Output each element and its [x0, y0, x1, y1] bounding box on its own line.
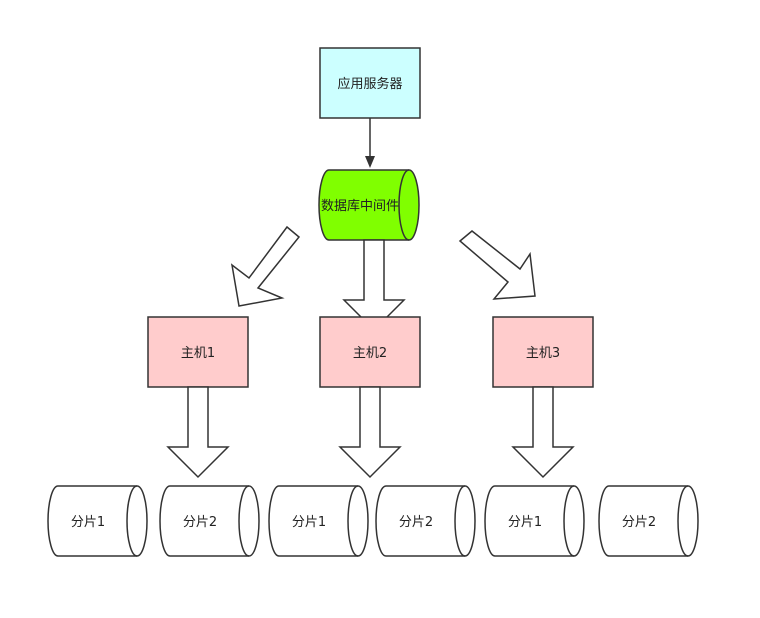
shard-label: 分片2 [399, 515, 433, 530]
middleware-label: 数据库中间件 [321, 198, 399, 214]
app-server-label: 应用服务器 [337, 76, 402, 92]
host3-node: 主机3 [492, 316, 594, 388]
shard-label: 分片1 [292, 515, 326, 530]
host3-label: 主机3 [526, 346, 560, 361]
middleware-node: 数据库中间件 [318, 169, 420, 241]
host2-node: 主机2 [319, 316, 421, 388]
shard-label: 分片1 [508, 515, 542, 530]
shard-cylinder: 分片2 [159, 485, 260, 557]
shard-label: 分片1 [71, 515, 105, 530]
arrow-app-to-middleware [365, 118, 375, 168]
shard-cylinder: 分片2 [598, 485, 699, 557]
shard-cylinder: 分片1 [484, 485, 585, 557]
arrow-host1-to-shards [166, 386, 230, 479]
arrow-host2-to-shards [338, 386, 402, 479]
host1-label: 主机1 [181, 346, 215, 361]
shard-cylinder: 分片1 [268, 485, 369, 557]
host1-node: 主机1 [147, 316, 249, 388]
host2-label: 主机2 [353, 346, 387, 361]
arrow-middleware-to-host1 [230, 225, 301, 307]
app-server-node: 应用服务器 [319, 47, 421, 119]
shard-cylinder: 分片1 [47, 485, 148, 557]
arrow-middleware-to-host2 [342, 239, 406, 332]
arrow-host3-to-shards [511, 386, 575, 479]
shard-label: 分片2 [622, 515, 656, 530]
shard-label: 分片2 [183, 515, 217, 530]
arrow-middleware-to-host3 [458, 230, 536, 300]
shard-cylinder: 分片2 [375, 485, 476, 557]
